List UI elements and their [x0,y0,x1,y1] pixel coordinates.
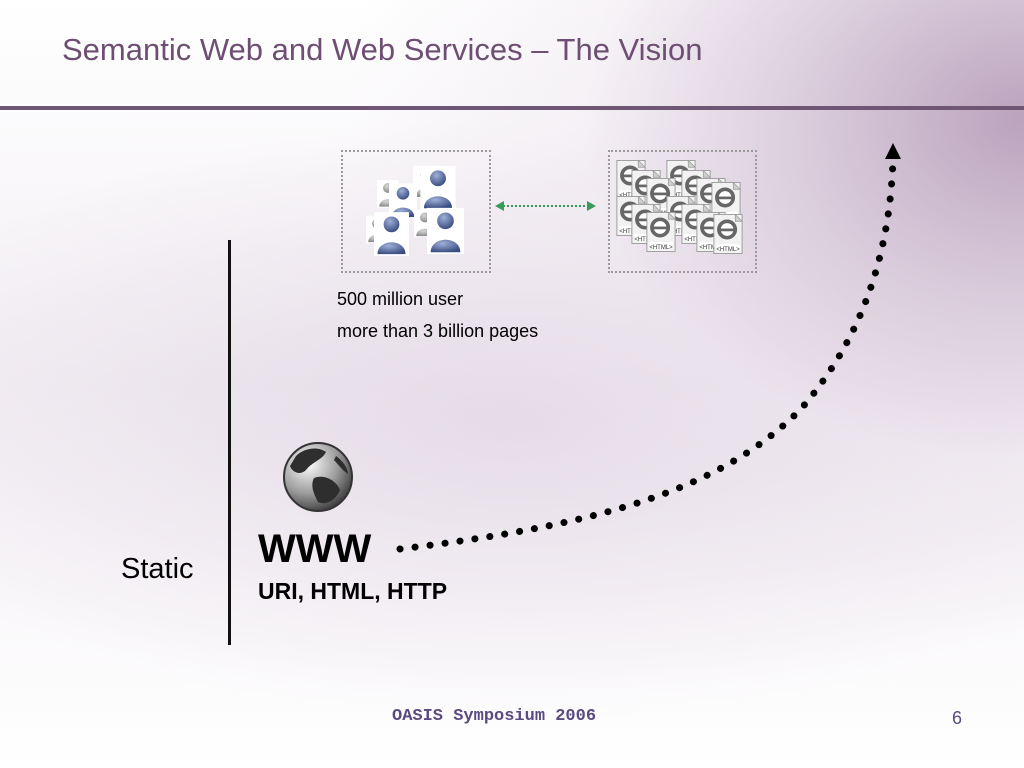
html-pages-group: <HTML><HTML><HTML><HTML><HTML><HTML><HTM… [615,160,744,254]
www-label: WWW [258,527,372,571]
static-label: Static [121,553,194,585]
html-page-label: <HTML> [716,247,740,253]
user-icon [374,212,409,256]
user-icon [420,166,456,210]
user-icon [427,207,464,255]
slide-title: Semantic Web and Web Services – The Visi… [62,32,703,67]
globe-icon [283,442,353,512]
page-number: 6 [952,708,963,728]
users-box [341,150,491,273]
html-page-label: <HTML> [684,237,708,243]
html-page-label: <HTML> [634,237,658,243]
arrow-up-icon [885,143,901,159]
pages-stat: more than 3 billion pages [337,321,539,341]
footer-text: OASIS Symposium 2006 [392,707,597,726]
users-group-icon [366,165,464,256]
html-page-label: <HTML> [619,229,643,235]
html-page-label: <HTML> [649,245,673,251]
users-stat: 500 million user [337,289,464,309]
axis-line [228,240,231,645]
pages-box [608,150,757,273]
protocols-label: URI, HTML, HTTP [258,578,448,604]
html-page-label: <HTML> [699,245,723,251]
html-page-label: <HTML> [669,229,693,235]
growth-curve [396,156,897,553]
connector-arrow [495,201,596,211]
title-divider [0,106,1024,110]
